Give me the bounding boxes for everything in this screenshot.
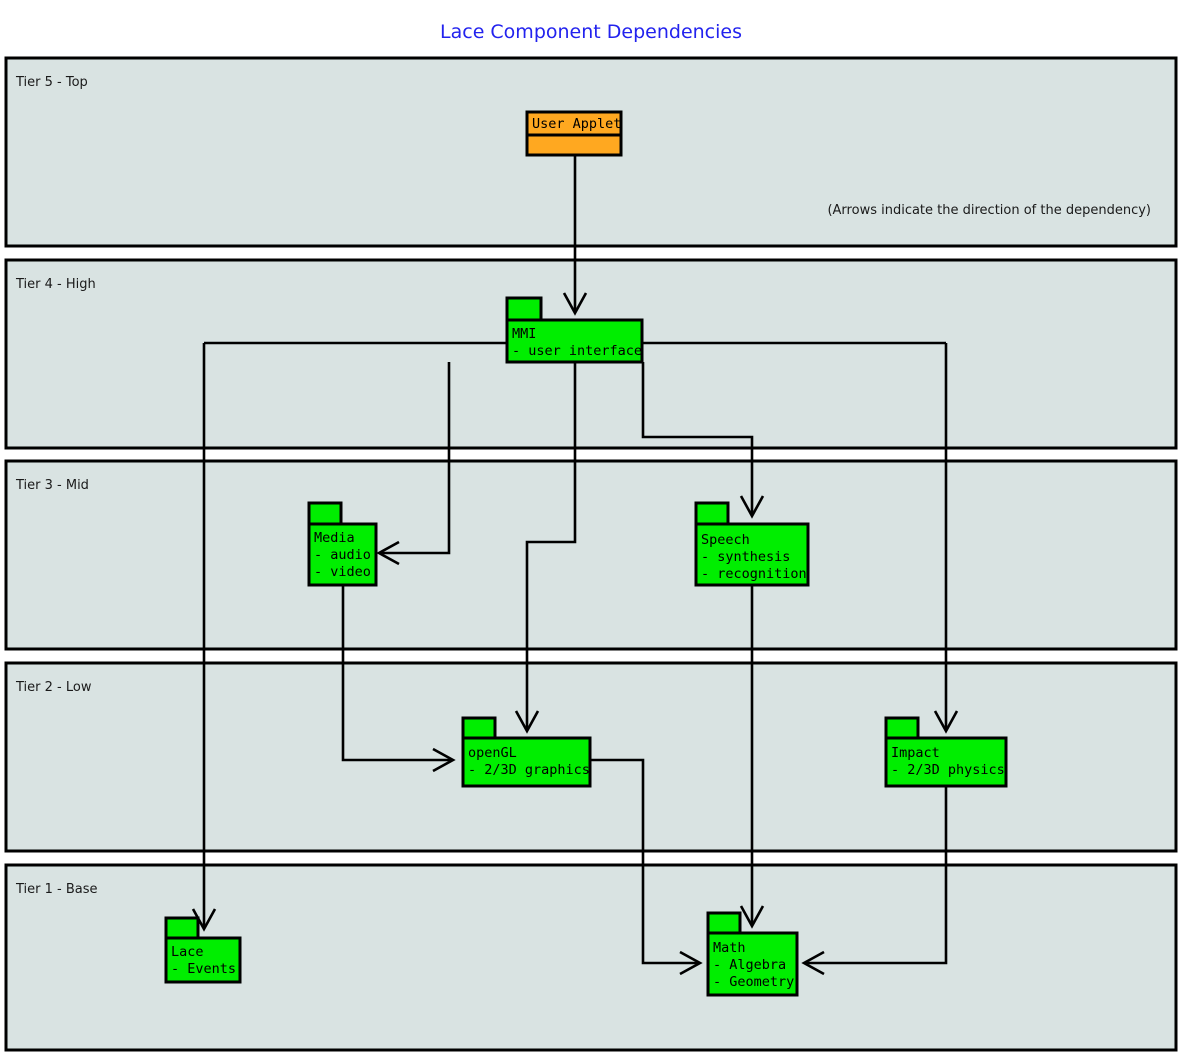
component-text-line: Lace: [171, 944, 204, 960]
arrowhead-icon: [679, 950, 703, 976]
edge-line: [380, 362, 451, 555]
package-body[interactable]: [694, 522, 810, 587]
component-text-line: Math: [713, 940, 746, 956]
component-mmi[interactable]: MMI- user interface: [505, 296, 644, 364]
component-label-impact: Impact- 2/3D physics: [891, 745, 1005, 778]
package-body[interactable]: [164, 936, 242, 984]
component-label-user-applet: User Applet: [532, 116, 621, 132]
package-tab: [525, 110, 623, 138]
edge-line: [525, 362, 577, 730]
component-text-line: - Events: [171, 961, 236, 977]
arrowhead-icon: [432, 747, 456, 773]
component-media[interactable]: Media- audio- video: [307, 501, 378, 587]
package-tab: [164, 916, 200, 940]
component-text-line: - user interface: [512, 343, 642, 359]
component-text-line: openGL: [468, 745, 517, 761]
component-opengl[interactable]: openGL- 2/3D graphics: [461, 716, 592, 788]
component-label-speech: Speech- synthesis- recognition: [701, 532, 807, 582]
component-text-line: User Applet: [532, 116, 621, 132]
edge-mmi-to-opengl: [514, 362, 577, 734]
edge-line: [341, 585, 452, 762]
arrowhead-icon: [376, 540, 400, 566]
edge-mmi-to-lace-drop: [191, 343, 217, 932]
package-tab: [307, 501, 343, 526]
edge-media-to-opengl: [341, 585, 456, 773]
package-tab: [884, 716, 920, 740]
edge-line: [805, 786, 948, 965]
component-label-mmi: MMI- user interface: [512, 326, 642, 359]
package-body[interactable]: [461, 736, 592, 788]
component-impact[interactable]: Impact- 2/3D physics: [884, 716, 1008, 788]
arrowhead-icon: [739, 495, 765, 519]
package-tab: [505, 296, 543, 322]
edge-user-applet-to-mmi: [562, 155, 588, 316]
tier-lane-rect: [4, 258, 1178, 450]
component-text-line: - recognition: [701, 566, 807, 582]
component-text-line: - audio: [314, 547, 371, 563]
edge-speech-to-math: [739, 585, 765, 929]
tier-label-tier5: Tier 5 - Top: [15, 75, 88, 90]
edge-mmi-to-speech: [641, 362, 765, 519]
arrowhead-icon: [514, 710, 540, 734]
arrowhead-icon: [191, 908, 217, 932]
tier-label-tier4: Tier 4 - High: [15, 277, 96, 292]
package-tab: [706, 911, 742, 935]
component-label-opengl: openGL- 2/3D graphics: [468, 745, 590, 778]
edge-line: [590, 758, 699, 965]
component-text-line: Media: [314, 530, 355, 546]
component-text-line: MMI: [512, 326, 536, 342]
component-text-line: - video: [314, 564, 371, 580]
component-text-line: Impact: [891, 745, 940, 761]
edge-opengl-to-math: [590, 758, 703, 976]
component-text-line: - Geometry: [713, 974, 794, 990]
arrowhead-icon: [739, 905, 765, 929]
edge-impact-to-math: [801, 786, 948, 976]
package-body[interactable]: [505, 318, 644, 364]
component-text-line: - synthesis: [701, 549, 790, 565]
component-label-lace: Lace- Events: [171, 944, 236, 977]
tier-lane-rect: [4, 459, 1178, 651]
tier-lane-tier4: Tier 4 - High: [4, 258, 1178, 450]
arrowhead-icon: [801, 950, 825, 976]
edge-line: [641, 362, 754, 515]
edge-mmi-to-impact: [933, 343, 959, 734]
package-body[interactable]: [307, 522, 378, 587]
page-title: Lace Component Dependencies: [440, 21, 742, 43]
tier-label-tier2: Tier 2 - Low: [15, 680, 92, 695]
component-speech[interactable]: Speech- synthesis- recognition: [694, 501, 810, 587]
component-text-line: - Algebra: [713, 957, 786, 973]
arrow-direction-note: (Arrows indicate the direction of the de…: [827, 203, 1151, 218]
tier-lane-tier3: Tier 3 - Mid: [4, 459, 1178, 651]
package-body[interactable]: [525, 133, 623, 157]
tier-label-tier1: Tier 1 - Base: [15, 882, 98, 897]
component-text-line: - 2/3D graphics: [468, 762, 590, 778]
component-text-line: Speech: [701, 532, 750, 548]
component-label-media: Media- audio- video: [314, 530, 371, 580]
edge-mmi-to-media: [376, 362, 451, 566]
package-tab: [694, 501, 730, 526]
component-user-applet[interactable]: User Applet: [525, 110, 623, 157]
arrowhead-icon: [562, 292, 588, 316]
tier-label-tier3: Tier 3 - Mid: [15, 478, 89, 493]
component-math[interactable]: Math- Algebra- Geometry: [706, 911, 799, 997]
component-lace[interactable]: Lace- Events: [164, 916, 242, 984]
component-label-math: Math- Algebra- Geometry: [713, 940, 794, 990]
component-text-line: - 2/3D physics: [891, 762, 1005, 778]
package-tab: [461, 716, 497, 740]
arrowhead-icon: [933, 710, 959, 734]
package-body[interactable]: [706, 931, 799, 997]
package-body[interactable]: [884, 736, 1008, 788]
